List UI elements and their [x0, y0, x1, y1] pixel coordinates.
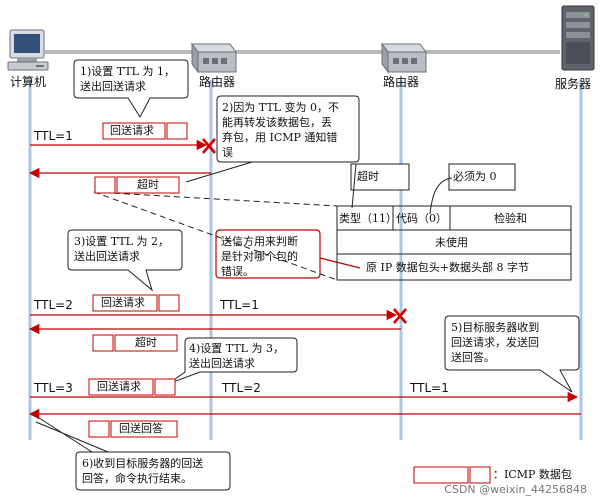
error-cross-icon: [202, 138, 216, 154]
icmp-field-unused: 未使用: [435, 236, 468, 249]
router1-icon: [191, 42, 237, 74]
callout-step2: [216, 95, 360, 163]
packet-timeout-2: [92, 334, 114, 352]
icmp-structure: [336, 163, 572, 281]
server-label: 服务器: [555, 77, 592, 91]
packet-label-request-2: 回送请求: [101, 296, 145, 309]
packet-request-2: [92, 294, 158, 312]
callout-step6-pointer-b: [35, 421, 109, 453]
zoom-connector-bottom: [93, 191, 338, 281]
packet-request-3: [88, 378, 154, 396]
router2-icon: [381, 42, 427, 74]
packet-timeout-1: [94, 176, 116, 194]
callout-step2-text: 2)因为 TTL 变为 0，不 能再转发该数据包，丢 弃包，用 ICMP 通知错…: [222, 101, 339, 159]
callout-step3: [67, 229, 183, 292]
icmp-annot-timeout: 超时: [357, 170, 379, 183]
callout-step4-text: 4)设置 TTL 为 3， 送出回送请求: [189, 342, 284, 370]
callout-step1-text: 1)设置 TTL 为 1， 送出回送请求: [80, 65, 175, 93]
callout-step3-text: 3)设置 TTL 为 2， 送出回送请求: [74, 235, 169, 263]
icmp-annot-must-zero: 必须为 0: [453, 170, 497, 183]
callout-judge: [215, 229, 321, 279]
callout-step4: [167, 337, 298, 385]
ttl-label-row1-a: TTL=1: [34, 129, 73, 143]
callout-step6-text: 6)收到目标服务器的回送 回答，命令执行结束。: [82, 457, 204, 485]
icmp-field-code: 代码（0）: [396, 212, 447, 225]
callout-step6: [75, 451, 231, 491]
icmp-field-original-header: 原 IP 数据包头+数据头部 8 字节: [366, 261, 529, 274]
router2-label: 路由器: [383, 75, 420, 89]
packet-label-request-3: 回送请求: [97, 380, 141, 393]
packet-label-reply: 回送回答: [119, 422, 163, 435]
callout-judge-text: 送信方用来判断 是针对哪个包的 错误。: [221, 235, 298, 278]
callout-step2-pointer: [185, 161, 253, 183]
packet-label-request-1: 回送请求: [110, 124, 154, 137]
callout-step5: [444, 315, 580, 393]
watermark: CSDN @weixin_44256848: [444, 483, 587, 496]
packet-label-timeout-2: 超时: [135, 336, 157, 349]
callout-step5-text: 5)目标服务器收到 回送请求，发送回 送回答。: [451, 321, 540, 364]
zoom-connector-top: [93, 191, 338, 207]
packet-reply: [88, 420, 110, 438]
ttl-label-row2-b: TTL=1: [220, 298, 259, 312]
packet-request-1: [102, 122, 166, 140]
error-cross-icon-2: [393, 308, 407, 324]
callout-judge-pointer: [319, 257, 361, 269]
ttl-label-row2-a: TTL=2: [34, 298, 73, 312]
icmp-field-type: 类型（11）: [339, 212, 397, 225]
packet-label-timeout-1: 超时: [137, 178, 159, 191]
computer-icon: [7, 29, 49, 71]
server-icon: [561, 5, 595, 71]
router1-label: 路由器: [199, 75, 236, 89]
ttl-label-row3-a: TTL=3: [34, 381, 73, 395]
ttl-label-row3-b: TTL=2: [222, 381, 261, 395]
legend-label: ：ICMP 数据包: [493, 468, 572, 481]
callout-step1: [73, 59, 189, 118]
legend-packet-swatch: [413, 466, 469, 484]
computer-label: 计算机: [10, 75, 47, 89]
icmp-field-checksum: 检验和: [494, 212, 527, 225]
ttl-label-row3-c: TTL=1: [410, 381, 449, 395]
